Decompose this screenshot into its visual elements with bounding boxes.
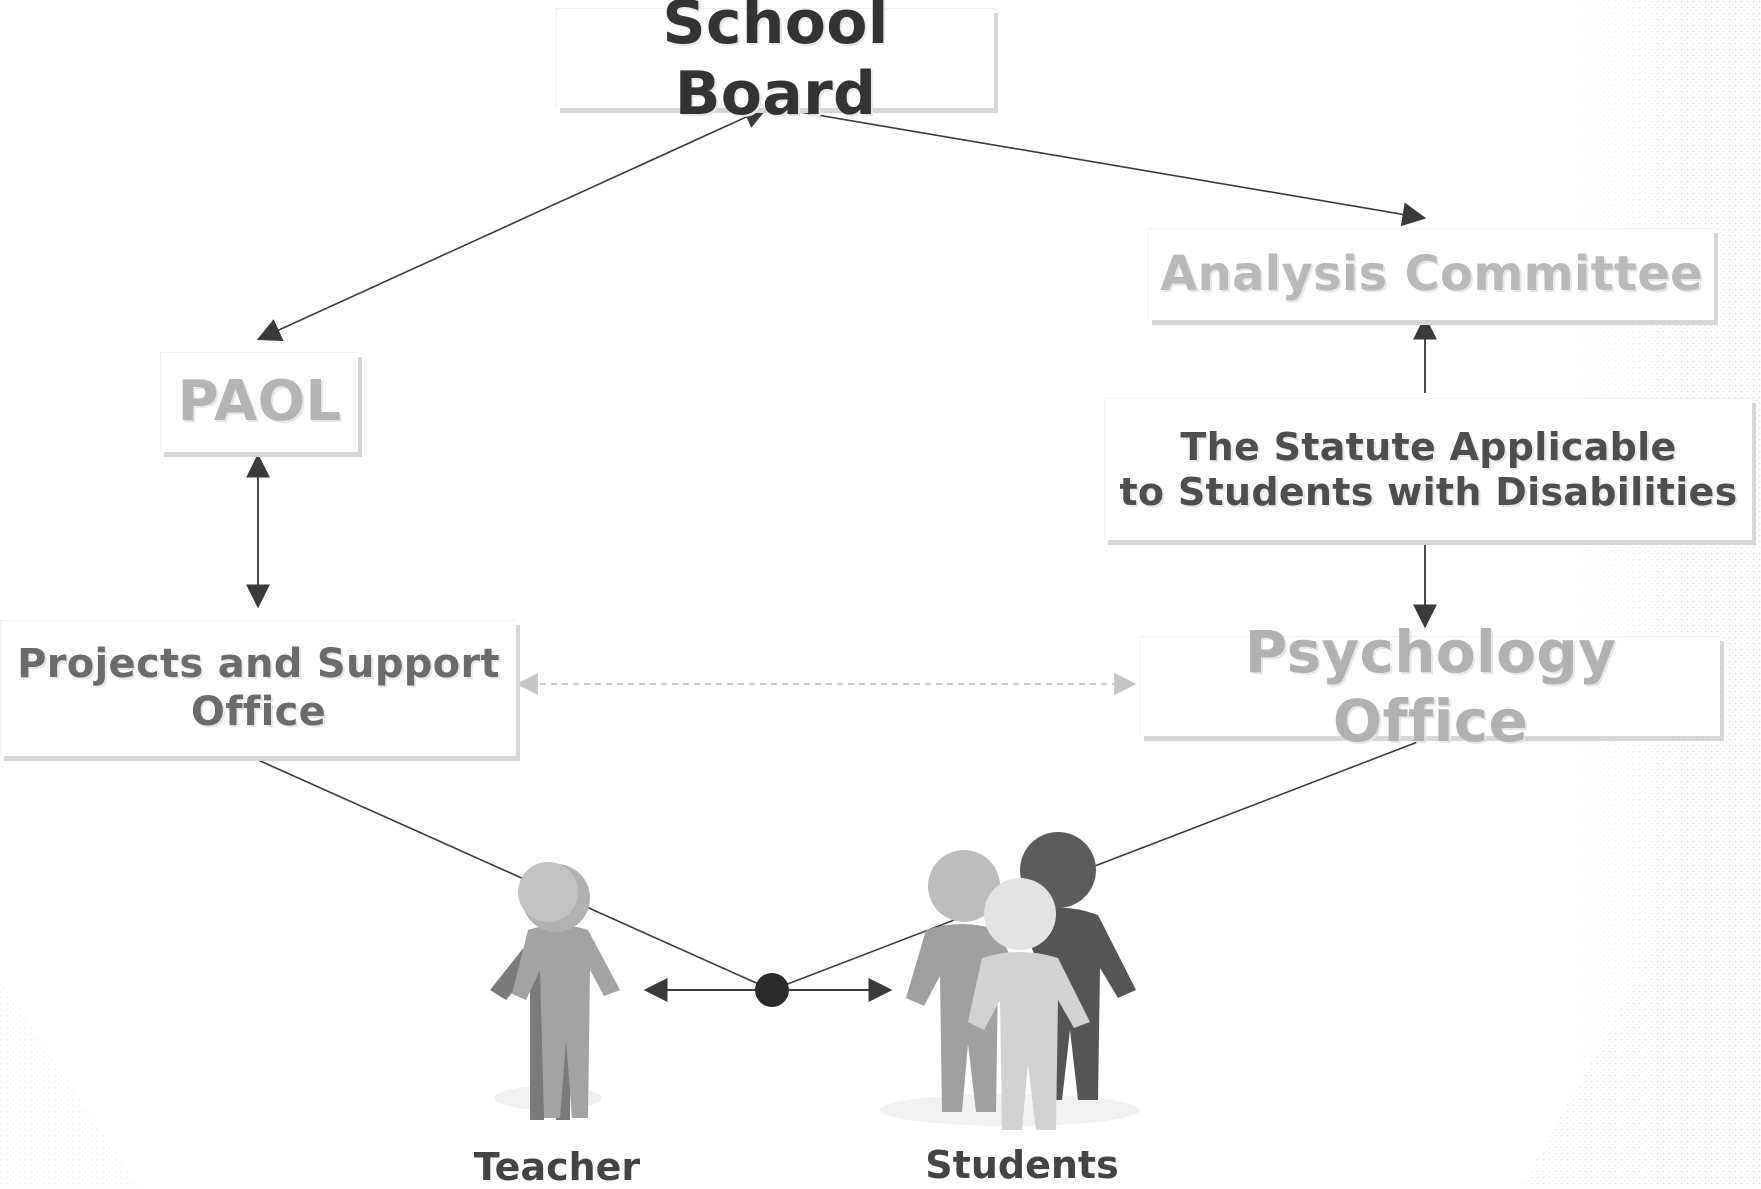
- students-label: Students: [925, 1143, 1119, 1187]
- teacher-label: Teacher: [473, 1145, 641, 1189]
- node-projects-support-office: Projects and Support Office: [0, 620, 516, 756]
- group-of-people-icon: [880, 832, 1140, 1130]
- link-projects-hub: [257, 759, 773, 991]
- link-school-board-analysis-committee: [775, 107, 1427, 227]
- link-school-board-paol: [256, 106, 769, 341]
- link-psychology-hub: [771, 737, 1429, 991]
- node-school-board: School Board: [556, 0, 994, 129]
- person-icon: [490, 862, 620, 1120]
- hub-dot: [755, 973, 789, 1007]
- node-statute: The Statute Applicable to Students with …: [1104, 398, 1752, 540]
- node-label: Projects and Support Office: [17, 641, 500, 735]
- node-label: The Statute Applicable to Students with …: [1119, 424, 1738, 514]
- node-label: Analysis Committee: [1160, 246, 1703, 303]
- node-paol: PAOL: [160, 352, 358, 452]
- node-analysis-committee: Analysis Committee: [1148, 228, 1714, 320]
- node-label: School Board: [662, 0, 889, 129]
- node-label: PAOL: [177, 369, 342, 435]
- node-label: Psychology Office: [1244, 618, 1617, 755]
- node-psychology-office: Psychology Office: [1140, 618, 1720, 755]
